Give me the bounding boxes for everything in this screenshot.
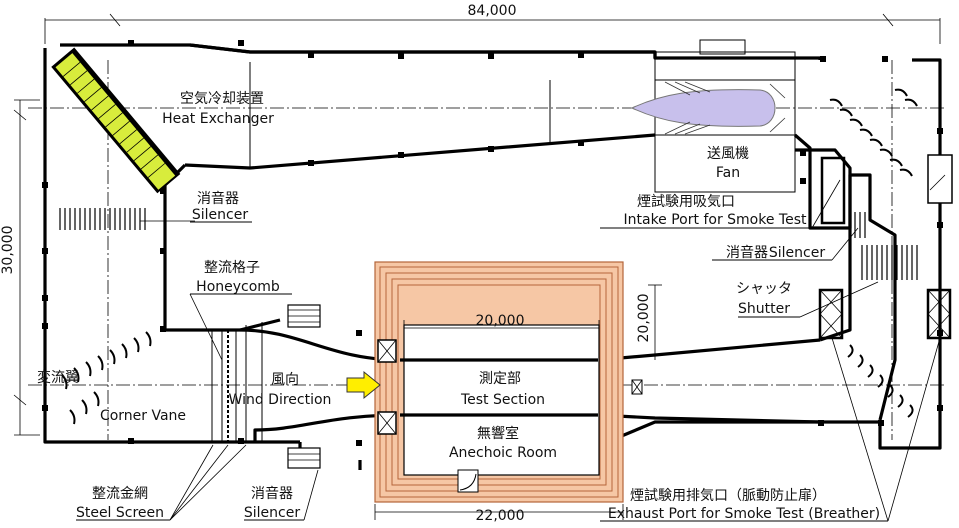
shutter-en-label: Shutter bbox=[738, 301, 790, 317]
heat-exchanger-jp-label: 空気冷却装置 bbox=[180, 91, 264, 107]
wind-direction-jp-label: 風向 bbox=[271, 372, 299, 388]
wind-direction-en-label: Wind Direction bbox=[229, 392, 332, 408]
fan-housing bbox=[654, 51, 796, 193]
corner-vanes-bottom-left bbox=[61, 331, 152, 425]
intake-port-en-label: Intake Port for Smoke Test bbox=[624, 212, 807, 228]
honeycomb-en-label: Honeycomb bbox=[196, 279, 280, 295]
fan-en-label: Fan bbox=[716, 165, 740, 181]
silencer-bottom-en-label: Silencer bbox=[244, 505, 300, 521]
exhaust-port-en-label: Exhaust Port for Smoke Test (Breather) bbox=[608, 506, 880, 522]
silencer-left-jp-label: 消音器 bbox=[197, 190, 239, 207]
heat-exchanger-en-label: Heat Exchanger bbox=[162, 111, 274, 127]
test-section-jp-label: 測定部 bbox=[479, 371, 521, 387]
dimension-test-section-height: 20,000 bbox=[636, 284, 662, 360]
silencer-bottom-block bbox=[287, 304, 321, 469]
steel-screen-jp-label: 整流金網 bbox=[92, 486, 148, 502]
anechoic-room-jp-label: 無響室 bbox=[477, 425, 519, 442]
return-duct-top bbox=[189, 43, 657, 58]
anechoic-room bbox=[374, 261, 624, 503]
exhaust-port-jp-label: 煙試験用排気口（脈動防止扉） bbox=[630, 488, 826, 504]
dimension-overall-width: 30,000 bbox=[0, 99, 40, 436]
corner-vane-en-label: Corner Vane bbox=[100, 408, 186, 424]
right-return-inner bbox=[819, 173, 897, 421]
diffuser-upper bbox=[597, 338, 821, 362]
fan-motor-box bbox=[699, 39, 746, 55]
test-section-width-label: 20,000 bbox=[476, 313, 525, 329]
silencer-right-en-label: Silencer bbox=[769, 245, 825, 261]
honeycomb-and-screens bbox=[211, 322, 263, 442]
shutter-right bbox=[926, 288, 952, 340]
shutter-left bbox=[818, 288, 844, 340]
left-inner-wall bbox=[163, 163, 281, 332]
steel-screen-en-label: Steel Screen bbox=[76, 505, 164, 521]
corner-vane-jp-label: 変流翼 bbox=[37, 369, 79, 386]
fan-jp-label: 送風機 bbox=[707, 146, 749, 162]
silencer-left-en-label: Silencer bbox=[192, 207, 248, 223]
silencer-left-vanes bbox=[59, 208, 146, 230]
overall-width-label: 30,000 bbox=[0, 226, 16, 275]
overall-length-label: 84,000 bbox=[468, 3, 517, 19]
anechoic-room-en-label: Anechoic Room bbox=[449, 445, 557, 461]
wind-direction-arrow bbox=[346, 370, 381, 400]
dimension-room-width: 22,000 bbox=[374, 504, 624, 524]
intake-port-box bbox=[820, 154, 953, 225]
test-section-en-label: Test Section bbox=[460, 392, 545, 408]
corner-vanes-top-right bbox=[829, 88, 918, 177]
silencer-bottom-jp-label: 消音器 bbox=[251, 485, 293, 502]
silencer-right-jp-label: 消音器 bbox=[726, 244, 768, 261]
dimension-test-section: 20,000 bbox=[403, 313, 600, 336]
silencer-right-vanes bbox=[854, 212, 918, 280]
shutter-jp-label: シャッタ bbox=[736, 281, 792, 297]
room-width-label: 22,000 bbox=[476, 508, 525, 524]
honeycomb-jp-label: 整流格子 bbox=[204, 260, 260, 276]
intake-port-jp-label: 煙試験用吸気口 bbox=[637, 194, 735, 210]
column-marks bbox=[42, 40, 943, 446]
corner-vanes-bottom-right bbox=[847, 344, 914, 418]
test-section-height-label: 20,000 bbox=[636, 294, 652, 343]
fan bbox=[630, 81, 786, 135]
heat-exchanger bbox=[51, 47, 181, 194]
dimension-overall-length: 84,000 bbox=[44, 3, 941, 44]
